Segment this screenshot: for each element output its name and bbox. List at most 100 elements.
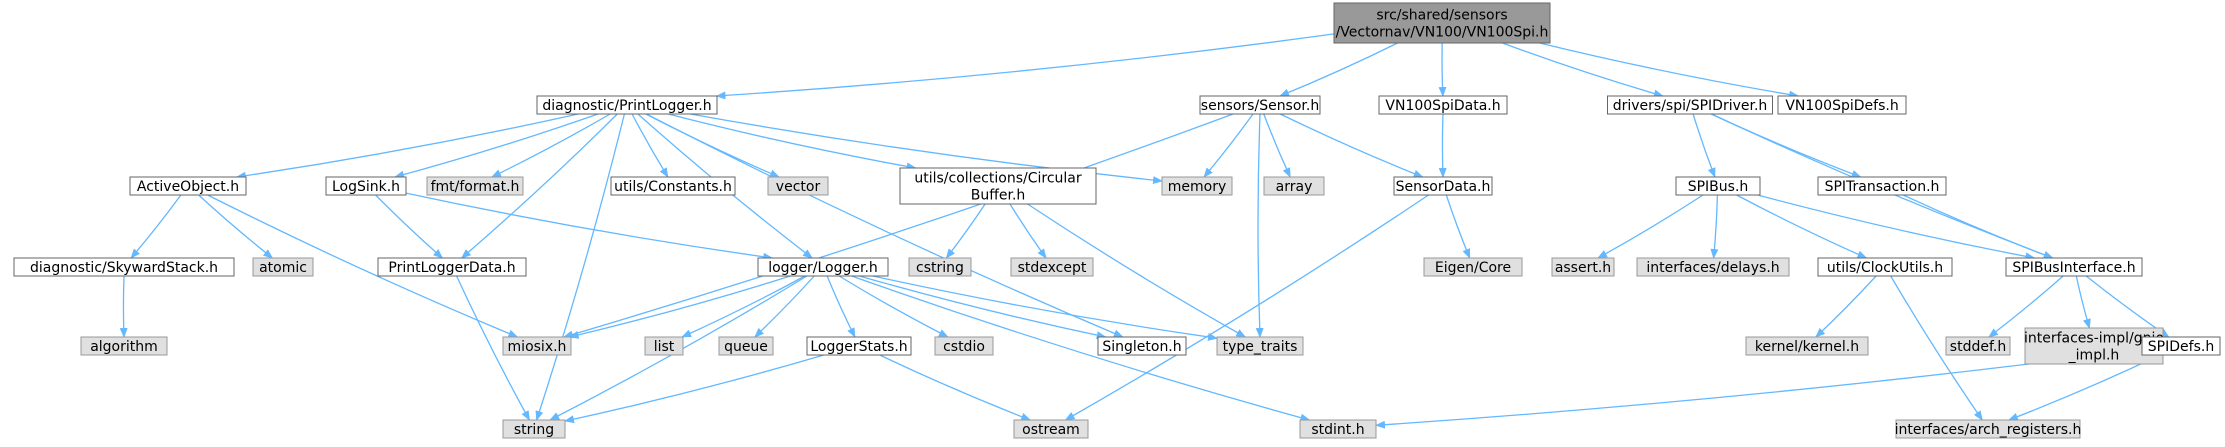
node-algorithm-box bbox=[80, 336, 168, 356]
node-ostream-label-line-0: ostream bbox=[1022, 422, 1080, 438]
node-list-label-line-0: list bbox=[654, 339, 675, 355]
node-atomic-label-line-0: atomic bbox=[259, 260, 307, 276]
node-eigencore-box bbox=[1423, 257, 1523, 277]
node-sensordata-label-line-0: SensorData.h bbox=[1396, 179, 1491, 195]
node-list: list bbox=[644, 336, 684, 356]
node-stdint: stdint.h bbox=[1299, 419, 1377, 439]
node-queue: queue bbox=[718, 336, 774, 356]
edge-root-to-spidriver bbox=[1502, 42, 1664, 98]
node-typetraits-label-line-0: type_traits bbox=[1223, 339, 1298, 355]
node-archregisters: interfaces/arch_registers.h bbox=[1895, 419, 2082, 439]
node-stdexcept: stdexcept bbox=[1010, 257, 1094, 277]
edge-logger-to-miosix bbox=[568, 275, 791, 339]
node-vn100spidata-label-line-0: VN100SpiData.h bbox=[1385, 98, 1500, 114]
edge-clockutils-to-archregisters bbox=[1890, 275, 1983, 421]
node-gpioimpl-label-line-0: interfaces-impl/gpio bbox=[2024, 331, 2164, 347]
node-constants[interactable]: utils/Constants.h bbox=[610, 176, 736, 196]
edge-sensordata-to-ostream bbox=[1064, 194, 1429, 421]
node-queue-box bbox=[718, 336, 774, 356]
node-stddef: stddef.h bbox=[1945, 336, 2011, 356]
node-atomic-box bbox=[252, 257, 314, 277]
node-spibusinterface-label-line-0: SPIBusInterface.h bbox=[2012, 260, 2135, 276]
node-logger-label-line-0: logger/Logger.h bbox=[768, 260, 878, 276]
edge-printlogger-to-logsink bbox=[394, 113, 599, 179]
node-string-label-line-0: string bbox=[514, 422, 554, 438]
node-vn100spidefs-box bbox=[1777, 95, 1907, 115]
node-assert-box bbox=[1551, 257, 1615, 277]
node-spibusinterface[interactable]: SPIBusInterface.h bbox=[2005, 257, 2143, 277]
node-singleton[interactable]: Singleton.h bbox=[1097, 336, 1187, 356]
node-sensor-label-line-0: sensors/Sensor.h bbox=[1201, 98, 1319, 114]
edge-logsink-to-logger bbox=[405, 192, 774, 261]
node-printloggerdata-box bbox=[377, 257, 527, 277]
node-loggerstats[interactable]: LoggerStats.h bbox=[806, 336, 912, 356]
node-array-label-line-0: array bbox=[1276, 179, 1313, 195]
node-eigencore: Eigen/Core bbox=[1423, 257, 1523, 277]
edge-printlogger-to-memory bbox=[690, 113, 1163, 185]
node-singleton-box bbox=[1097, 336, 1187, 356]
node-fmtformat-box bbox=[426, 176, 524, 196]
node-list-box bbox=[644, 336, 684, 356]
node-spidriver[interactable]: drivers/spi/SPIDriver.h bbox=[1607, 95, 1773, 115]
node-assert-label-line-0: assert.h bbox=[1555, 260, 1611, 276]
node-fmtformat-label-line-0: fmt/format.h bbox=[431, 179, 520, 195]
node-gpioimpl-label-line-1: _impl.h bbox=[2068, 348, 2120, 364]
edge-skywardstack-to-algorithm bbox=[119, 275, 128, 338]
node-algorithm: algorithm bbox=[80, 336, 168, 356]
node-clockutils[interactable]: utils/ClockUtils.h bbox=[1817, 257, 1953, 277]
edge-logger-to-list bbox=[681, 275, 806, 338]
edge-printlogger-to-singleton bbox=[645, 113, 1124, 338]
node-stdexcept-label-line-0: stdexcept bbox=[1018, 260, 1087, 276]
node-clockutils-box bbox=[1817, 257, 1953, 277]
node-printloggerdata[interactable]: PrintLoggerData.h bbox=[377, 257, 527, 277]
node-spidriver-box bbox=[1607, 95, 1773, 115]
node-sensor[interactable]: sensors/Sensor.h bbox=[1199, 95, 1321, 115]
edge-activeobject-to-miosix bbox=[207, 194, 519, 338]
node-queue-label-line-0: queue bbox=[724, 339, 768, 355]
node-activeobject-box bbox=[129, 176, 247, 196]
node-spitransaction[interactable]: SPITransaction.h bbox=[1817, 176, 1947, 196]
node-spidefs[interactable]: SPIDefs.h bbox=[2141, 336, 2221, 356]
node-string: string bbox=[502, 419, 566, 439]
edge-printlogger-to-circularbuffer bbox=[668, 113, 917, 171]
node-sensordata[interactable]: SensorData.h bbox=[1393, 176, 1493, 196]
node-printlogger-label-line-0: diagnostic/PrintLogger.h bbox=[542, 98, 711, 114]
edge-sensor-to-typetraits bbox=[1255, 113, 1264, 338]
node-root[interactable]: src/shared/sensors/Vectornav/VN100/VN100… bbox=[1333, 2, 1551, 44]
edge-root-to-vn100spidata bbox=[1438, 42, 1447, 97]
edge-sensor-to-array bbox=[1263, 113, 1291, 178]
node-clockutils-label-line-0: utils/ClockUtils.h bbox=[1827, 260, 1943, 276]
node-activeobject[interactable]: ActiveObject.h bbox=[129, 176, 247, 196]
node-skywardstack-label-line-0: diagnostic/SkywardStack.h bbox=[30, 260, 218, 276]
node-stdint-label-line-0: stdint.h bbox=[1311, 422, 1364, 438]
edge-root-to-vn100spidefs bbox=[1539, 42, 1800, 99]
node-stdexcept-box bbox=[1010, 257, 1094, 277]
node-circularbuffer-label-line-0: utils/collections/Circular bbox=[914, 171, 1081, 187]
edge-spibusinterface-to-gpioimpl bbox=[2075, 275, 2091, 329]
node-printloggerdata-label-line-0: PrintLoggerData.h bbox=[388, 260, 515, 276]
node-circularbuffer-label-line-1: Buffer.h bbox=[971, 188, 1026, 204]
edge-circularbuffer-to-typetraits bbox=[1027, 203, 1247, 338]
node-fmtformat: fmt/format.h bbox=[426, 176, 524, 196]
edge-spibus-to-assert bbox=[1597, 194, 1704, 259]
edge-logsink-to-printloggerdata bbox=[375, 194, 444, 259]
node-skywardstack[interactable]: diagnostic/SkywardStack.h bbox=[13, 257, 235, 277]
node-gpioimpl: interfaces-impl/gpio_impl.h bbox=[2024, 327, 2164, 365]
node-array-box bbox=[1263, 176, 1325, 196]
node-vn100spidata[interactable]: VN100SpiData.h bbox=[1378, 95, 1508, 115]
node-kernel-label-line-0: kernel/kernel.h bbox=[1755, 339, 1859, 355]
edge-circularbuffer-to-cstring bbox=[945, 203, 986, 259]
node-algorithm-label-line-0: algorithm bbox=[90, 339, 158, 355]
node-logsink-box bbox=[325, 176, 407, 196]
node-vn100spidefs[interactable]: VN100SpiDefs.h bbox=[1777, 95, 1907, 115]
node-logsink[interactable]: LogSink.h bbox=[325, 176, 407, 196]
node-spibus[interactable]: SPIBus.h bbox=[1675, 176, 1761, 196]
node-printlogger[interactable]: diagnostic/PrintLogger.h bbox=[536, 95, 718, 115]
node-vn100spidefs-label-line-0: VN100SpiDefs.h bbox=[1785, 98, 1898, 114]
node-archregisters-label-line-0: interfaces/arch_registers.h bbox=[1895, 422, 2082, 438]
edge-root-to-sensor bbox=[1279, 42, 1398, 97]
node-logger[interactable]: logger/Logger.h bbox=[757, 257, 889, 277]
node-stdint-box bbox=[1299, 419, 1377, 439]
node-miosix: miosix.h bbox=[502, 336, 572, 356]
